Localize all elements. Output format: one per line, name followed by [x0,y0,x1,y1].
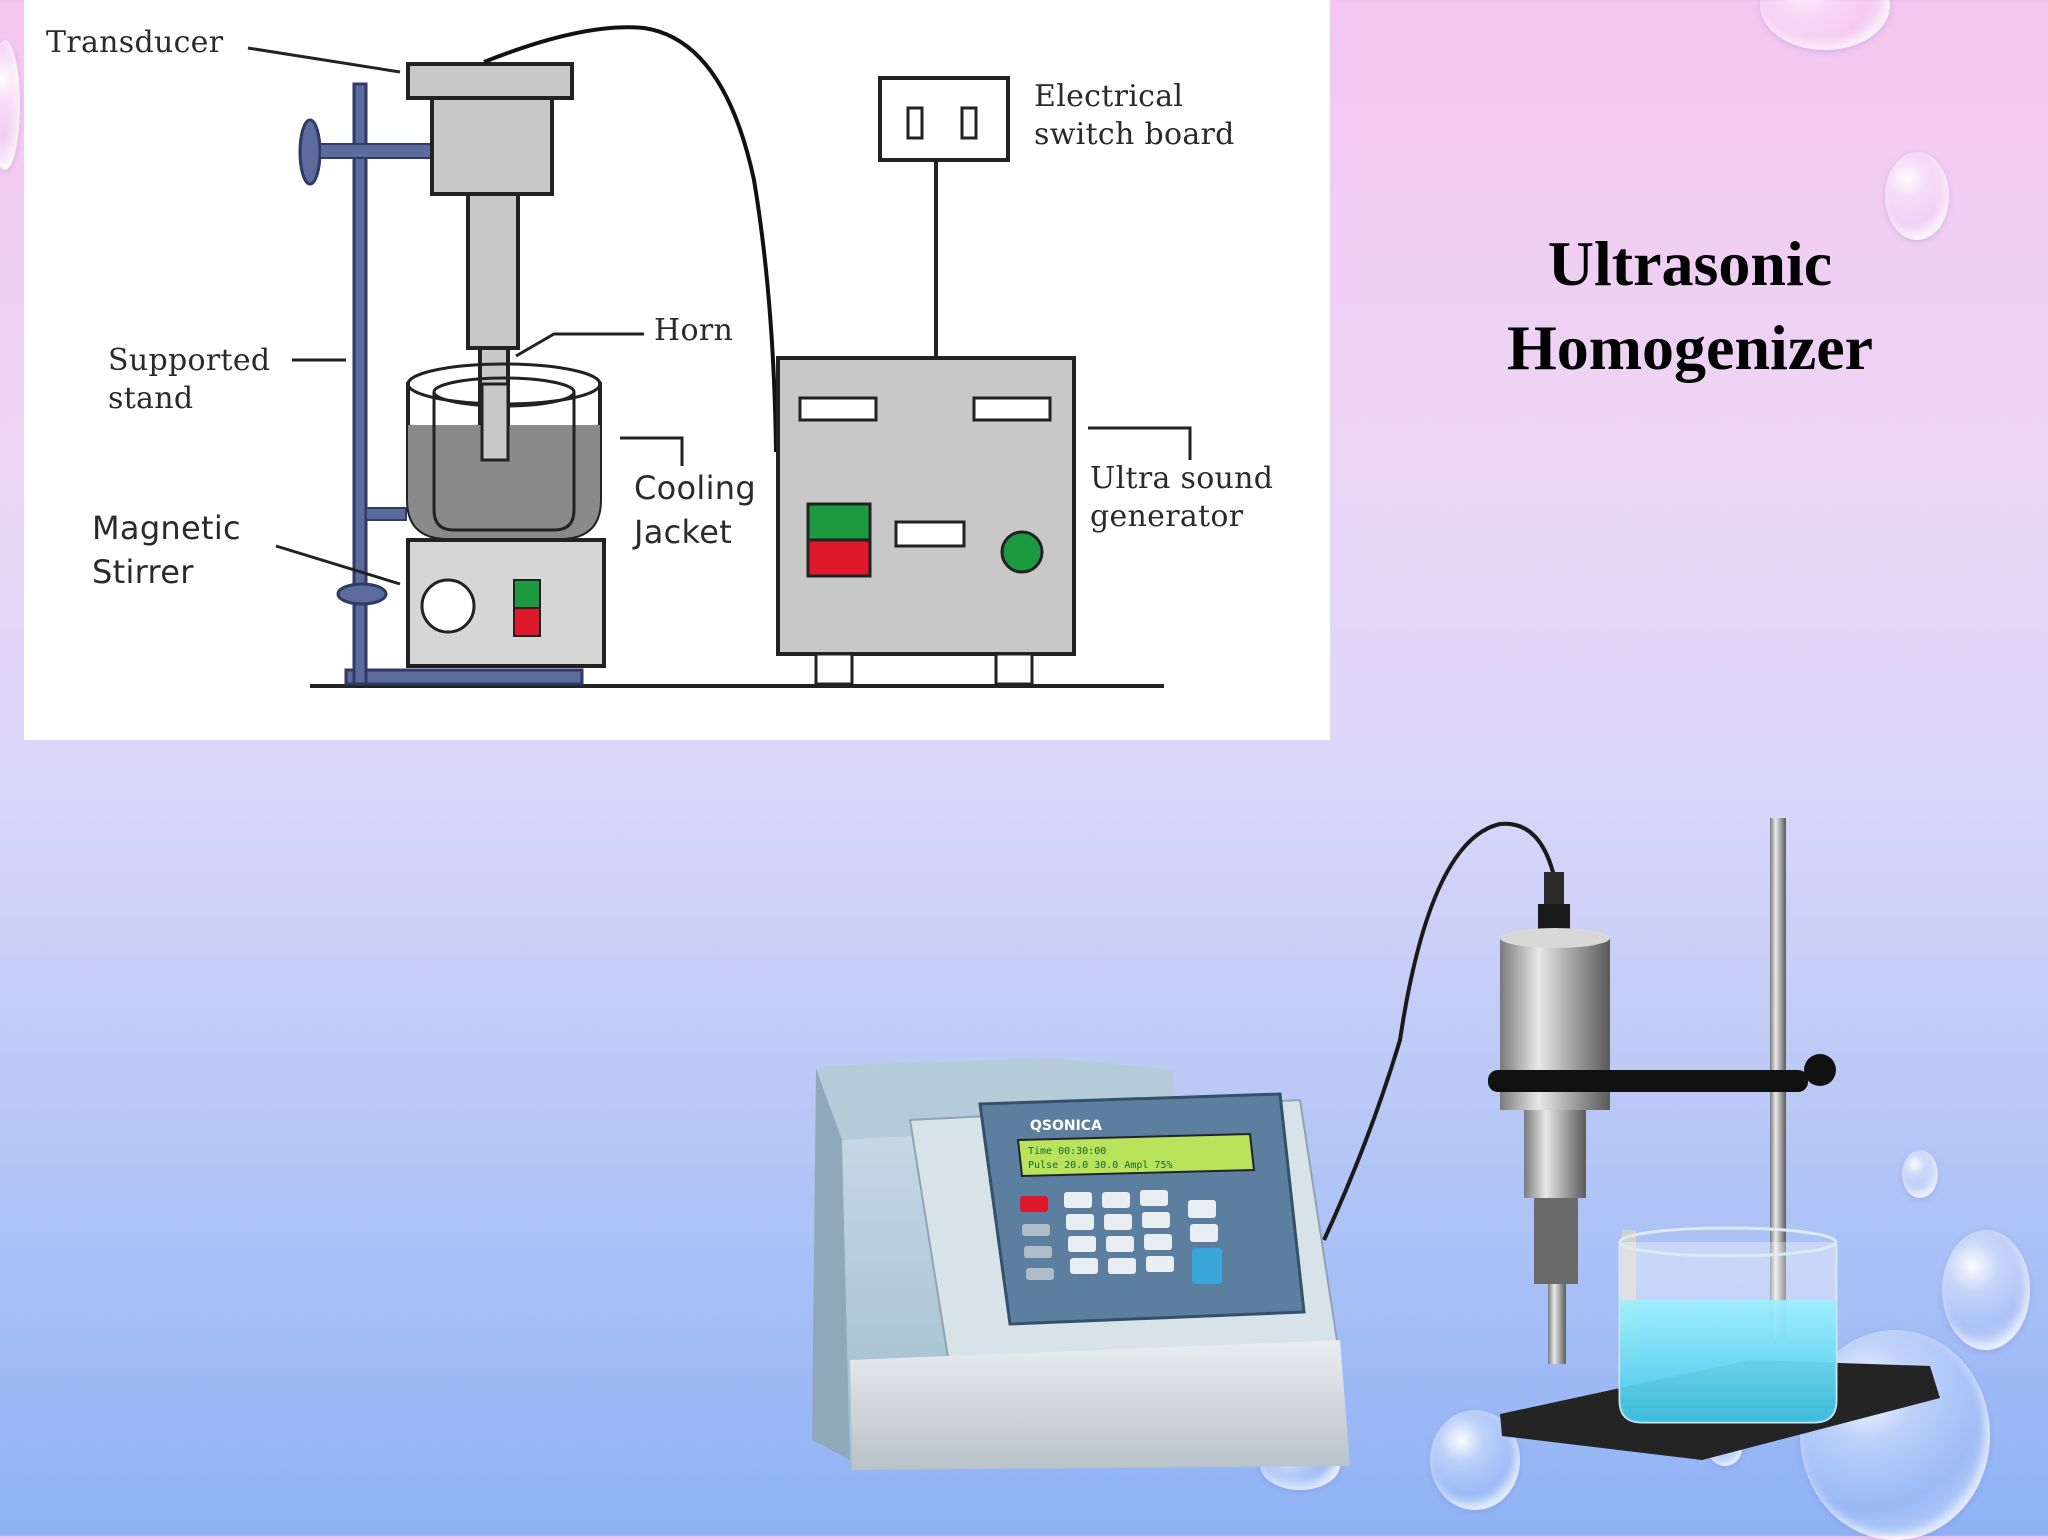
generator-slot [972,396,1052,422]
generator-front [850,1340,1350,1470]
generator-foot [814,652,854,686]
horn-threaded [1534,1198,1578,1284]
generator-foot [994,652,1034,686]
bubble-decoration [0,40,20,170]
leader-ultrasound-generator [1088,426,1192,460]
keypad [1020,1190,1222,1284]
lcd-line-2: Pulse 20.0 30.0 Ampl 75% [1028,1160,1173,1171]
transducer-cable [483,25,778,453]
transducer-cap [406,62,574,100]
stirrer-green-button [513,579,541,609]
label-ultrasound-generator: Ultra sound generator [1090,461,1274,534]
generator-red-button [806,538,872,578]
stand-knob [298,118,322,186]
clamp-bar [1488,1070,1808,1092]
label-cooling-jacket: Cooling Jacket [634,469,756,551]
brand-label: QSONICA [1030,1118,1102,1134]
horn-upper [466,192,520,350]
inner-beaker [432,392,576,532]
jacket-liquid [408,425,600,538]
homogenizer-diagram: Transducer Electrical switch board Horn … [24,0,1330,740]
title-line-2: Homogenizer [1506,312,1874,383]
horn-immersed [480,382,510,462]
stand-ring [336,582,388,606]
label-transducer: Transducer [46,25,224,60]
stirrer-red-button [513,607,541,637]
leader-horn [515,332,644,358]
horn-section [1524,1110,1586,1198]
lcd-display [1016,1132,1256,1178]
generator-slot [798,396,878,422]
electrical-switch-board [878,76,1010,162]
housing-top [1500,928,1610,948]
bubble-decoration [1885,152,1949,240]
homogenizer-photo: QSONICA Time 00:30:00 Pulse 20.0 30.0 Am… [812,818,1940,1470]
slide-title: Ultrasonic Homogenizer [1430,222,1950,390]
beaker-liquid [1620,1300,1836,1422]
bubble-decoration [1902,1150,1938,1198]
socket-pin [906,106,924,140]
device-cable [1322,821,1556,1241]
stand-rod [352,82,368,686]
bubble-decoration [1942,1230,2030,1350]
stand-arm [365,507,407,521]
label-electrical-switch-board: Electrical switch board [1034,79,1235,152]
generator-knob [1000,530,1044,574]
lcd-line-1: Time 00:30:00 [1028,1146,1106,1157]
beaker-rim [1618,1226,1838,1258]
leader-cooling-jacket [620,436,684,466]
clamp-knob [1804,1054,1836,1086]
generator-display [894,520,966,548]
label-magnetic-stirrer: Magnetic Stirrer [92,509,241,591]
title-line-1: Ultrasonic [1547,228,1833,299]
socket-pin [960,106,978,140]
label-horn: Horn [654,313,734,348]
leader-transducer [247,46,401,74]
probe-tip [1548,1284,1566,1364]
leader-magnetic-stirrer [275,544,401,586]
connector [1544,872,1564,906]
stirrer-dial [420,578,476,634]
transducer-body [430,96,554,196]
diagram-drawing [247,25,1192,688]
stand-base [344,668,584,686]
label-supported-stand: Supported stand [108,343,271,416]
generator-green-button [806,502,872,542]
bubble-decoration [1760,0,1890,50]
generator-side [812,1068,850,1460]
stand-clamp [319,143,433,159]
